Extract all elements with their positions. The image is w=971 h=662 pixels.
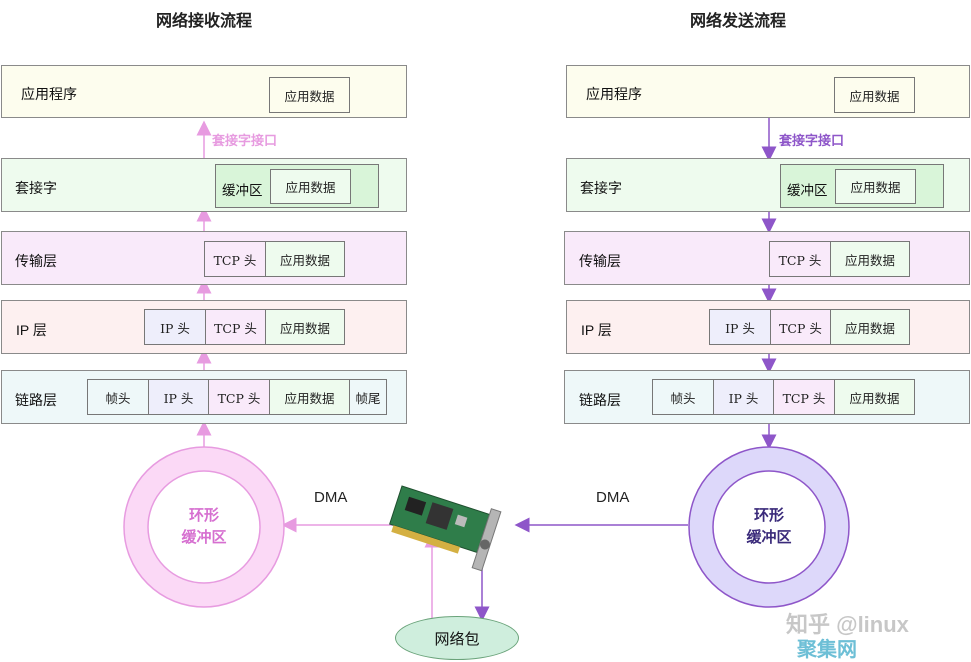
recv-layer-transport: 传输层 TCP 头 应用数据 [1, 231, 407, 285]
send-layer-link: 链路层 帧头 IP 头 TCP 头 应用数据 [564, 370, 970, 424]
recv-layer-link: 链路层 帧头 IP 头 TCP 头 应用数据 帧尾 [1, 370, 407, 424]
recv-layer-ip: IP 层 IP 头 TCP 头 应用数据 [1, 300, 407, 354]
recv-socket-data-cell: 应用数据 [270, 169, 351, 204]
recv-ring-outer-edge [123, 446, 285, 608]
send-layer-ip: IP 层 IP 头 TCP 头 应用数据 [566, 300, 970, 354]
recv-ring-inner-edge [147, 470, 261, 584]
recv-layer-transport-label: 传输层 [15, 253, 57, 269]
recv-ring-buffer [124, 447, 284, 607]
send-layer-socket: 套接字 缓冲区 应用数据 [566, 158, 970, 212]
send-title: 网络发送流程 [689, 13, 786, 30]
watermark-line1: 知乎 @linux [786, 612, 909, 637]
send-socket-data-cell: 应用数据 [835, 169, 916, 204]
recv-layer-app-label: 应用程序 [21, 86, 77, 102]
recv-layer-ip-label: IP 层 [16, 322, 47, 338]
send-ring-buffer [689, 447, 849, 607]
recv-layer-app: 应用程序 应用数据 [1, 65, 407, 118]
send-ring-inner-edge [712, 470, 826, 584]
recv-socket-buffer: 缓冲区 应用数据 [215, 164, 379, 208]
recv-ring-label-line1: 环形 [188, 507, 219, 524]
recv-socket-interface-label: 套接字接口 [212, 133, 278, 148]
send-ip-ip-cell: IP 头 [709, 309, 771, 345]
recv-transport-tcp-cell: TCP 头 [204, 241, 266, 277]
recv-layer-socket: 套接字 缓冲区 应用数据 [1, 158, 407, 212]
send-layer-transport: 传输层 TCP 头 应用数据 [564, 231, 970, 285]
recv-transport-data-cell: 应用数据 [265, 241, 345, 277]
send-ip-data-cell: 应用数据 [830, 309, 910, 345]
receive-title: 网络接收流程 [155, 13, 252, 30]
recv-buffer-label: 缓冲区 [222, 183, 263, 198]
recv-ip-tcp-cell: TCP 头 [205, 309, 266, 345]
send-link-data-cell: 应用数据 [834, 379, 915, 415]
send-socket-interface-label: 套接字接口 [779, 133, 845, 148]
recv-app-data-cell: 应用数据 [269, 77, 350, 113]
send-ring-label-line2: 缓冲区 [746, 529, 792, 546]
send-layer-socket-label: 套接字 [580, 180, 622, 196]
recv-ip-ip-cell: IP 头 [144, 309, 206, 345]
send-link-ip-cell: IP 头 [713, 379, 774, 415]
send-ip-tcp-cell: TCP 头 [770, 309, 831, 345]
send-socket-buffer: 缓冲区 应用数据 [780, 164, 944, 208]
recv-layer-socket-label: 套接字 [15, 180, 57, 196]
send-link-tcp-cell: TCP 头 [773, 379, 835, 415]
recv-link-frame-tail-cell: 帧尾 [349, 379, 387, 415]
recv-dma-label: DMA [314, 489, 348, 506]
recv-link-data-cell: 应用数据 [269, 379, 350, 415]
send-dma-label: DMA [596, 489, 630, 506]
send-layer-app-label: 应用程序 [586, 86, 642, 102]
send-ring-outer-edge [688, 446, 850, 608]
recv-link-ip-cell: IP 头 [148, 379, 209, 415]
recv-link-frame-head-cell: 帧头 [87, 379, 149, 415]
send-layer-app: 应用程序 应用数据 [566, 65, 970, 118]
send-ring-label: 环形 缓冲区 [709, 505, 829, 549]
send-layer-transport-label: 传输层 [579, 253, 621, 269]
send-link-frame-head-cell: 帧头 [652, 379, 714, 415]
send-buffer-label: 缓冲区 [787, 183, 828, 198]
recv-ip-data-cell: 应用数据 [265, 309, 345, 345]
send-layer-link-label: 链路层 [579, 392, 621, 408]
recv-link-tcp-cell: TCP 头 [208, 379, 270, 415]
network-packet: 网络包 [395, 616, 519, 660]
network-card-icon [389, 485, 502, 572]
send-layer-ip-label: IP 层 [581, 322, 612, 338]
recv-layer-link-label: 链路层 [15, 392, 57, 408]
send-ring-label-line1: 环形 [753, 507, 784, 524]
send-app-data-cell: 应用数据 [834, 77, 915, 113]
send-transport-data-cell: 应用数据 [830, 241, 910, 277]
send-transport-tcp-cell: TCP 头 [769, 241, 831, 277]
watermark-line2: 聚集网 [797, 639, 857, 661]
recv-ring-label-line2: 缓冲区 [181, 529, 227, 546]
recv-ring-label: 环形 缓冲区 [144, 505, 264, 549]
